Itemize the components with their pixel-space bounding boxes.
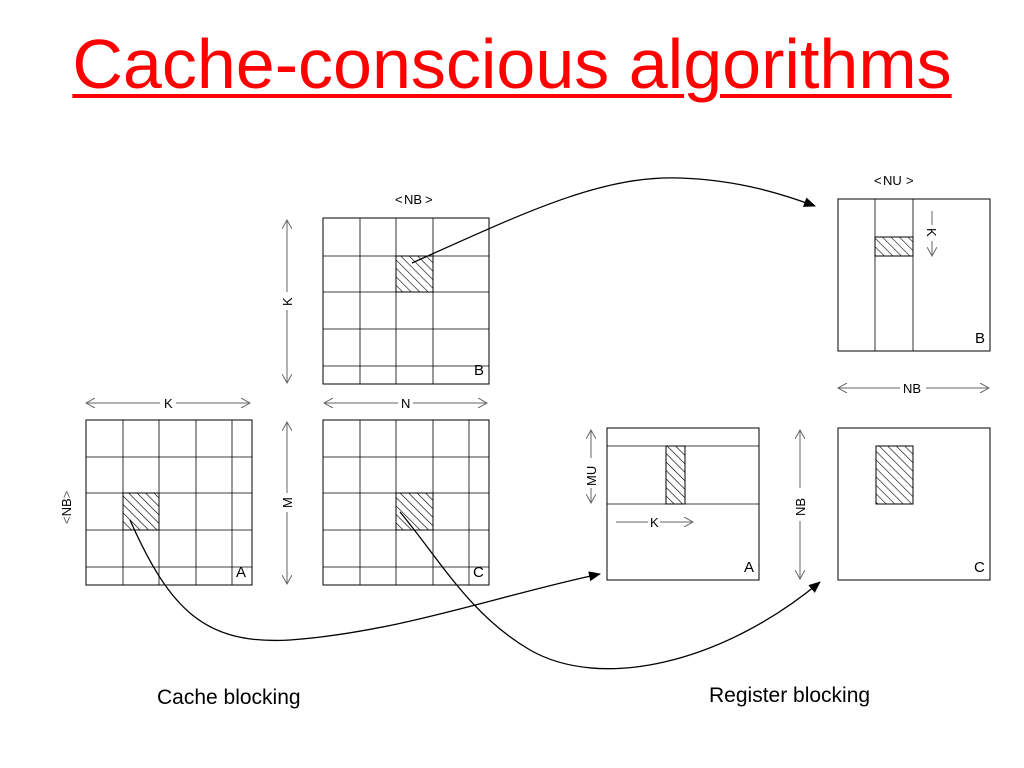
register-b-width-dimension: < NU > [874,173,914,188]
cache-b-width-dimension: < NB > [395,192,433,207]
register-matrix-b: B [837,198,991,352]
cache-c-name: C [473,564,484,581]
arrow-cache-c-to-register-c [399,511,821,670]
caption-register-blocking: Register blocking [709,684,871,707]
register-b-height-dimension: K [924,211,939,256]
cache-c-height-dimension: M [280,422,295,584]
register-c-name: C [974,559,985,576]
register-c-block [875,445,914,505]
cache-c-width-label: N [401,396,410,411]
arrow-cache-b-to-register-b [411,177,816,264]
register-b-height-label: K [924,228,939,237]
register-a-name: A [744,559,754,576]
register-a-block [665,445,686,505]
register-a-height-dimension: MU [584,430,599,503]
register-a-width-label: K [650,515,659,530]
cache-a-width-label: K [164,396,173,411]
svg-text:<: < [395,192,403,207]
cache-matrix-b: B [322,217,490,385]
cache-b-name: B [474,362,484,379]
register-c-height-label: NB [793,498,808,516]
cache-matrix-c: C [322,419,490,586]
cache-b-height-dimension: K [280,220,295,383]
cache-b-height-label: K [280,297,295,306]
register-matrix-c: C [837,427,991,581]
register-a-height-label: MU [584,466,599,486]
page-title: Cache-conscious algorithms [72,25,952,103]
register-b-width-label: NU [883,173,902,188]
cache-a-height-label: NB [59,498,74,516]
cache-a-name: A [236,564,246,581]
cache-a-height-dimension: <NB> [59,491,74,524]
cache-b-width-label: NB [404,192,422,207]
cache-c-height-label: M [280,497,295,508]
caption-cache-blocking: Cache blocking [157,686,301,709]
register-c-width-dimension: NB [838,381,989,396]
register-a-width-dimension: K [616,515,693,530]
svg-text:<: < [874,173,882,188]
register-matrix-a: A [606,427,760,581]
svg-text:>: > [425,192,433,207]
cache-c-block [395,492,434,531]
arrow-cache-a-to-register-a [129,519,601,642]
register-c-width-label: NB [903,381,921,396]
register-b-name: B [975,330,985,347]
cache-a-width-dimension: K [86,396,250,411]
svg-text:>: > [906,173,914,188]
svg-text:<NB>: <NB> [59,491,74,524]
cache-a-block [122,492,160,531]
cache-matrix-a: A [85,419,253,586]
register-c-height-dimension: NB [793,430,808,579]
cache-c-width-dimension: N [324,396,487,411]
register-b-block [874,236,914,257]
